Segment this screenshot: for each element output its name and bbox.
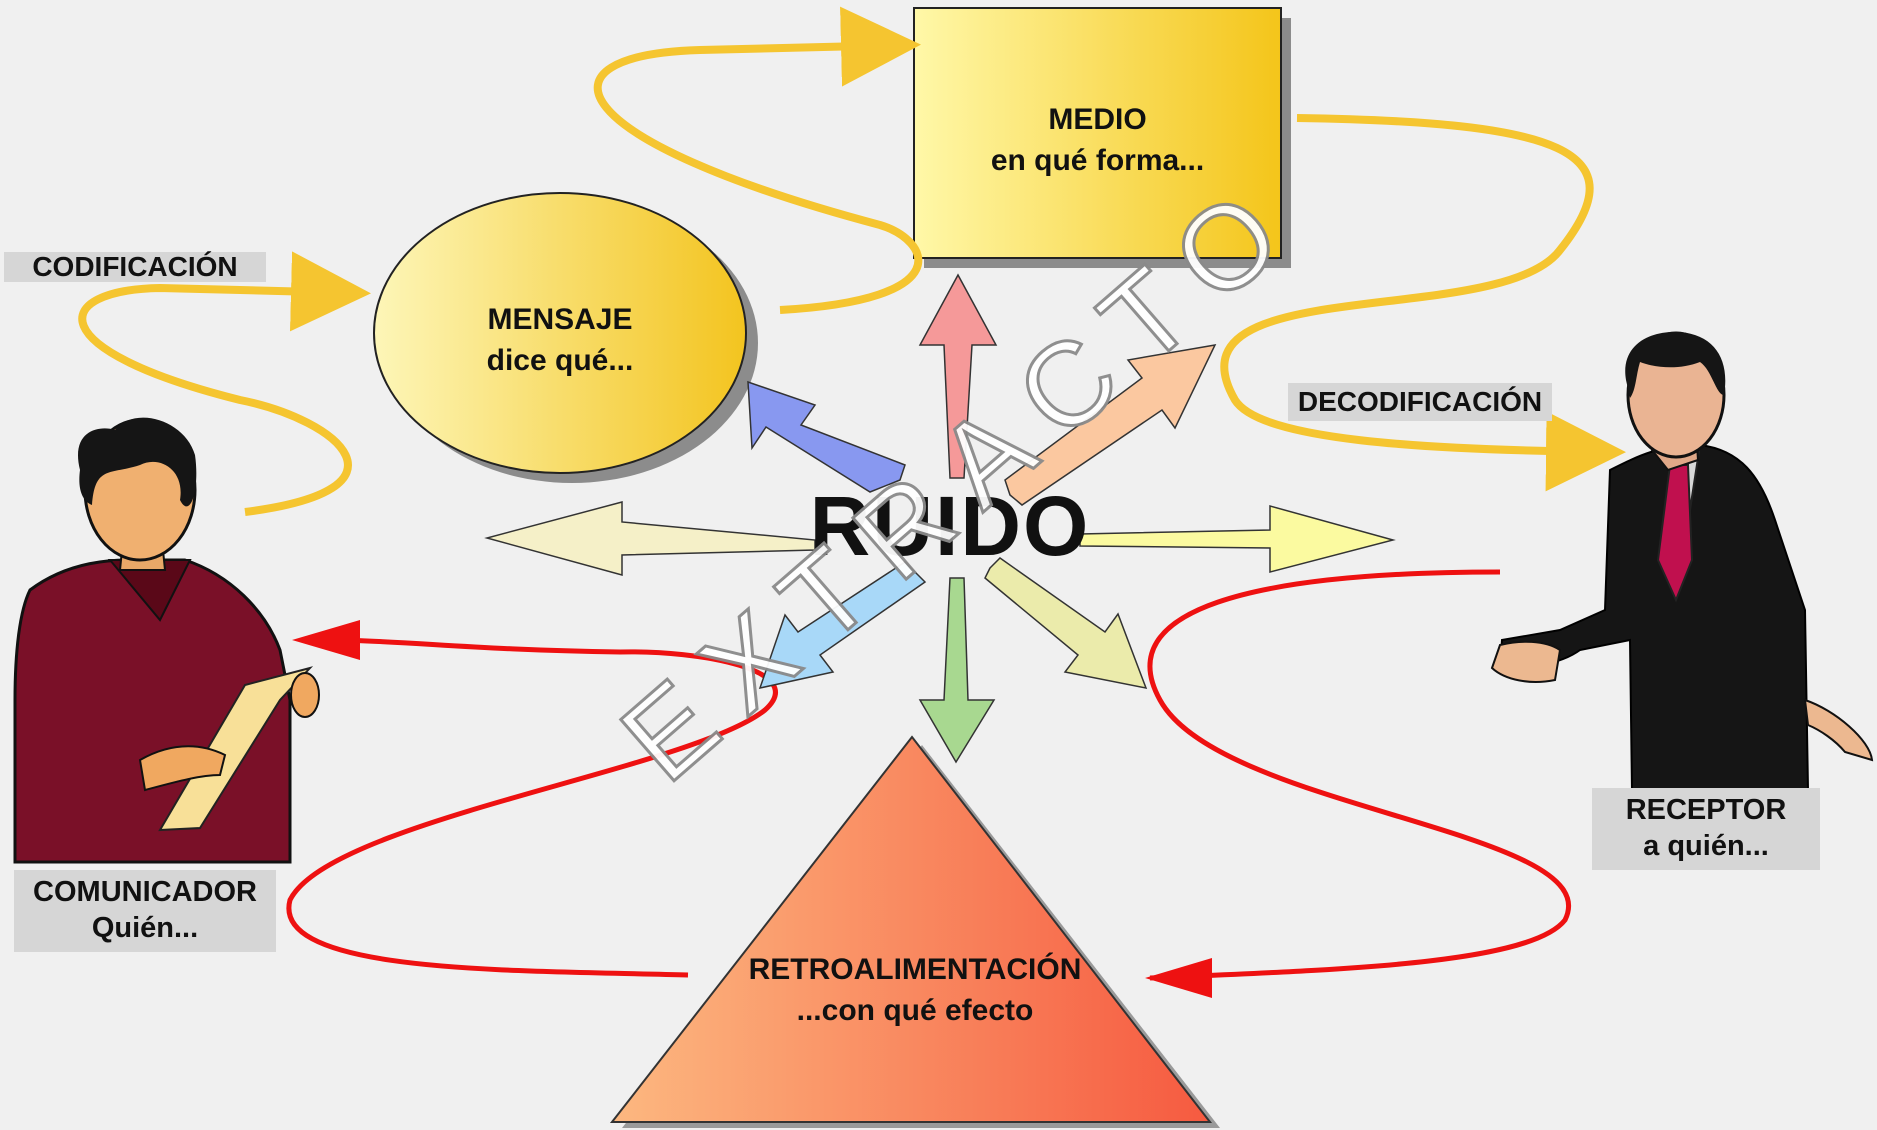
decodificacion-arrow bbox=[1220, 114, 1626, 492]
retroalimentacion-text: RETROALIMENTACIÓN ...con qué efecto bbox=[700, 950, 1130, 1031]
ruido-arrow-to-medio-right bbox=[1004, 344, 1217, 506]
woman-holding-paper-icon bbox=[13, 417, 320, 864]
decodificacion-label: DECODIFICACIÓN bbox=[1288, 383, 1552, 421]
receptor-label: RECEPTOR a quién... bbox=[1592, 788, 1820, 870]
ruido-arrow-down bbox=[918, 577, 996, 764]
man-in-suit-icon bbox=[1490, 331, 1874, 791]
retroalimentacion-subtitle: ...con qué efecto bbox=[796, 993, 1034, 1027]
retroalimentacion-title: RETROALIMENTACIÓN bbox=[748, 953, 1082, 986]
ruido-arrow-to-mensaje bbox=[747, 380, 906, 493]
ruido-arrow-down-left bbox=[758, 561, 927, 690]
ruido-arrow-down-right bbox=[984, 557, 1148, 689]
mensaje-subtitle: dice qué... bbox=[486, 343, 634, 377]
feedback-arrowhead-left bbox=[292, 620, 360, 660]
medio-text: MEDIO en qué forma... bbox=[914, 100, 1281, 181]
mensaje-text: MENSAJE dice qué... bbox=[420, 300, 700, 381]
medio-title: MEDIO bbox=[1048, 103, 1147, 136]
mensaje-title: MENSAJE bbox=[487, 303, 633, 336]
receptor-subtitle: a quién... bbox=[1643, 830, 1769, 863]
codificacion-arrow bbox=[78, 251, 371, 516]
retroalimentacion-triangle bbox=[609, 735, 1213, 1123]
medio-subtitle: en qué forma... bbox=[990, 143, 1205, 177]
comunicador-subtitle: Quién... bbox=[91, 912, 199, 945]
receptor-to-retro-feedback bbox=[1147, 569, 1571, 981]
receptor-title: RECEPTOR bbox=[1625, 794, 1787, 826]
mensaje-to-medio-arrow bbox=[593, 6, 923, 314]
retro-to-comunicador-feedback bbox=[286, 637, 778, 978]
codificacion-label: CODIFICACIÓN bbox=[4, 252, 266, 282]
ruido-arrow-left bbox=[484, 501, 816, 576]
feedback-arrowhead-right bbox=[1145, 958, 1212, 998]
ruido-label: RUIDO bbox=[809, 479, 1091, 573]
comunicador-title: COMUNICADOR bbox=[33, 876, 257, 908]
medio-rectangle bbox=[913, 7, 1282, 259]
ruido-arrow-to-medio bbox=[918, 273, 998, 479]
ruido-arrow-right bbox=[1079, 505, 1396, 573]
comunicador-label: COMUNICADOR Quién... bbox=[14, 870, 276, 952]
mensaje-ellipse bbox=[373, 192, 747, 474]
